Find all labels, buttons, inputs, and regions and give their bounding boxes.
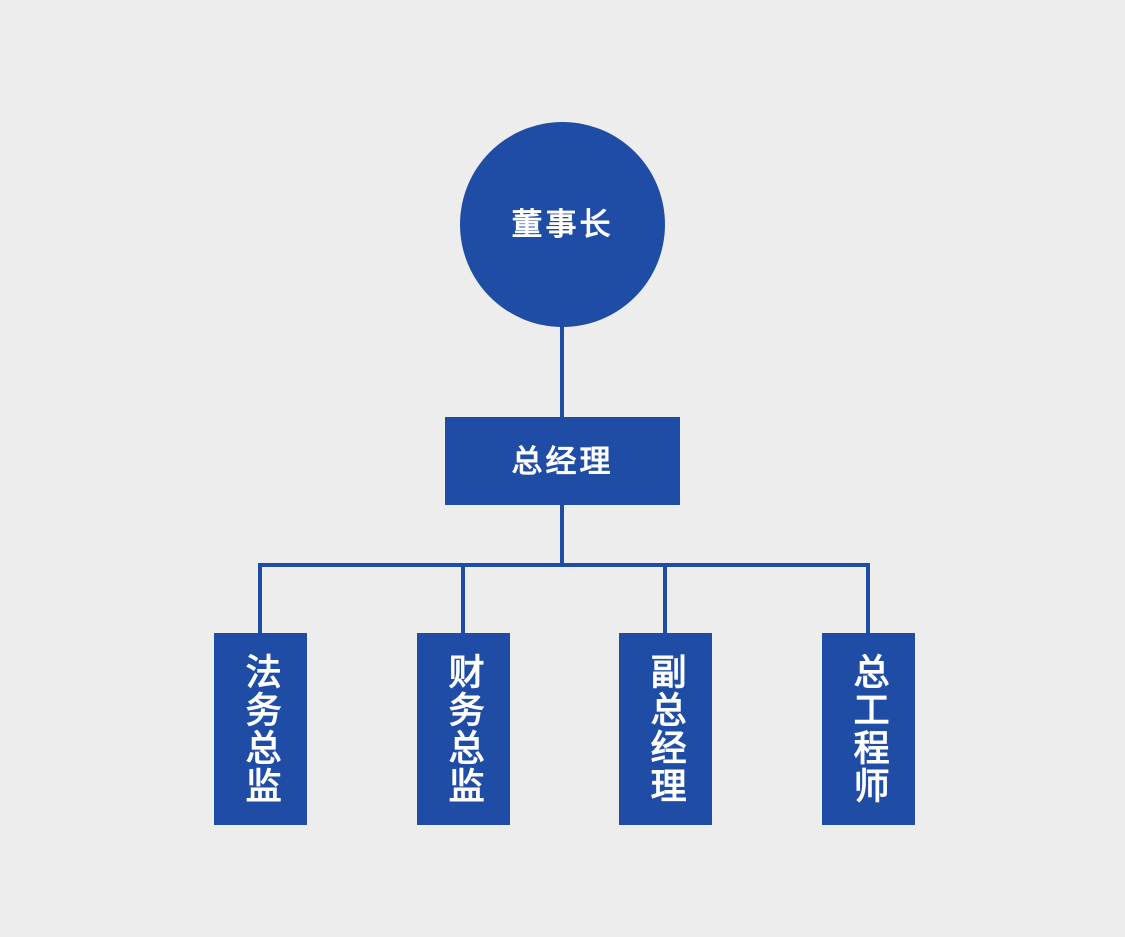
node-chairman[interactable]: 董事长 [460,122,665,327]
node-general-manager[interactable]: 总经理 [445,417,680,505]
node-finance-director[interactable]: 财务总监 [417,633,510,825]
node-general-manager-label: 总经理 [511,443,614,479]
node-chief-engineer[interactable]: 总工程师 [822,633,915,825]
connector-horizontal-bus [258,563,870,567]
node-chief-engineer-label: 总工程师 [848,653,890,805]
connector-drop-legal-director [258,563,262,635]
connector-drop-deputy-general-manager [663,563,667,635]
node-finance-director-label: 财务总监 [443,653,485,805]
node-legal-director-label: 法务总监 [240,653,282,805]
node-deputy-general-manager[interactable]: 副总经理 [619,633,712,825]
connector-drop-finance-director [461,563,465,635]
node-legal-director[interactable]: 法务总监 [214,633,307,825]
connector-general-manager-to-bus [560,503,564,566]
connector-root-to-general-manager [560,310,564,420]
node-chairman-label: 董事长 [511,207,614,242]
connector-drop-chief-engineer [866,563,870,635]
node-deputy-general-manager-label: 副总经理 [645,653,687,805]
